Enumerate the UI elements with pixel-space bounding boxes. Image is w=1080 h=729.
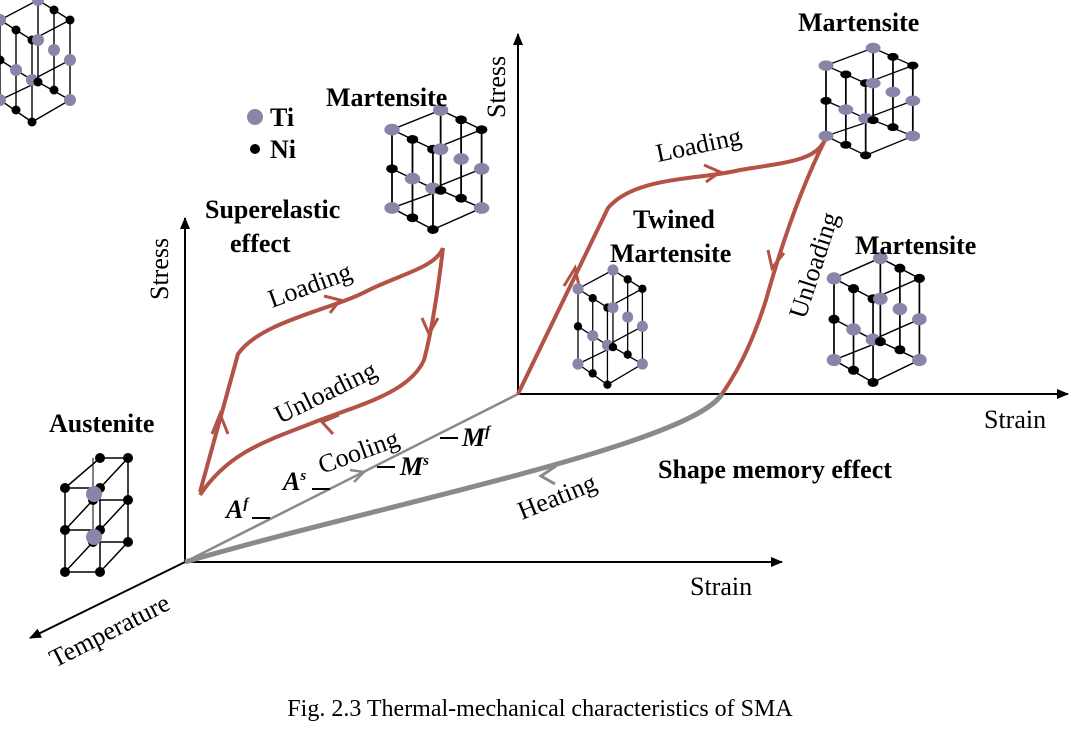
heating-path [184,392,725,565]
ni-atom-icon [250,144,260,154]
austenite-crystal [64,457,129,573]
mf-label: Mf [461,423,492,452]
shape-memory-strain-label: Strain [984,405,1046,434]
superelastic-strain-label: Strain [690,572,752,601]
shape-memory-unloading-label: Unloading [783,208,845,321]
figure-caption: Fig. 2.3 Thermal-mechanical characterist… [287,696,793,722]
superelastic-unloading-arrow [420,317,440,338]
legend-ni-label: Ni [270,135,296,164]
shape-memory-title: Shape memory effect [658,455,892,484]
superelastic-martensite-label: Martensite [326,83,447,112]
cooling-path [184,392,519,564]
right-martensite-label: Martensite [855,231,976,260]
superelastic-unloading-curve [198,247,445,497]
shape-memory-loading-arrow-2 [703,163,724,184]
top-martensite-label: Martensite [798,8,919,37]
shape-memory-unloading-arrow [766,249,786,272]
heating-label: Heating [513,468,600,526]
shape-memory-loading-curve [516,138,827,395]
temperature-label: Temperature [45,588,175,673]
superelastic-loading-label: Loading [264,257,355,314]
af-label: Af [224,495,250,524]
twined-martensite-label-line1: Twined [633,205,715,234]
superelastic-loading-curve [198,247,445,493]
top-martensite-crystal [817,41,922,161]
right-martensite-crystal [825,251,928,388]
superelastic-stress-label: Stress [145,238,174,300]
cooling-arrow [349,468,367,483]
ti-atom-icon [247,109,263,125]
ms-label: Ms [399,452,429,481]
shape-memory-stress-label: Stress [482,56,511,118]
twined-martensite-crystal [571,263,649,390]
martensite-crystal-template [0,0,76,127]
austenite-label: Austenite [49,409,154,438]
legend-ti-label: Ti [270,103,294,132]
austenite-atoms [60,453,133,577]
shape-memory-loading-arrow [562,264,582,291]
shape-memory-unloading-curve [720,139,827,396]
superelastic-martensite-crystal [383,103,491,235]
temperature-axis [29,561,186,639]
superelastic-unloading-arrow-2 [319,413,340,436]
twined-martensite-label-line2: Martensite [610,239,731,268]
superelastic-loading-arrow-2 [323,294,343,314]
superelastic-loading-arrow [210,409,230,435]
superelastic-title-line2: effect [230,229,291,258]
shape-memory-loading-label: Loading [653,121,744,167]
heating-arrow [538,464,557,486]
as-label: As [281,467,306,496]
superelastic-title-line1: Superelastic [205,195,340,224]
